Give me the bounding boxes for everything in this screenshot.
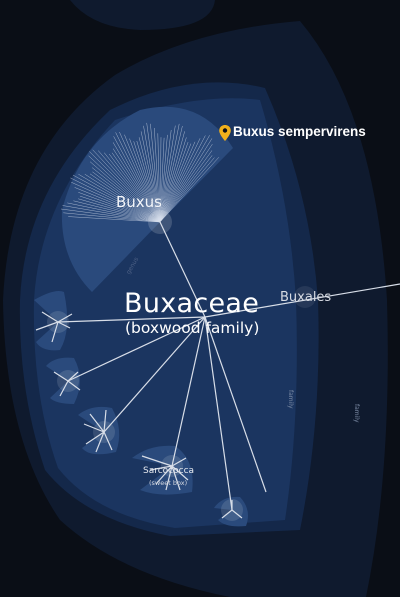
species-leaf-branch[interactable] — [159, 141, 196, 223]
tree-branches — [35, 221, 400, 519]
species-leaf-branch[interactable] — [138, 137, 161, 223]
species-leaf-branch[interactable] — [60, 208, 161, 223]
species-leaf-branch[interactable] — [78, 173, 161, 223]
pinned-species-label[interactable]: Buxus sempervirens — [233, 124, 366, 139]
species-leaf-branch[interactable] — [157, 133, 161, 223]
species-leaf-branch[interactable] — [98, 150, 161, 223]
species-leaf-branch[interactable] — [129, 138, 161, 223]
species-leaf-branch[interactable] — [104, 152, 161, 223]
species-leaf-branch[interactable] — [159, 138, 201, 223]
species-leaf-branch[interactable] — [154, 127, 161, 223]
species-leaf-branch[interactable] — [91, 167, 161, 223]
species-leaf-branch[interactable] — [63, 212, 161, 223]
species-leaf-branch[interactable] — [68, 216, 161, 223]
branch-family-to-leaf[interactable] — [204, 316, 267, 493]
subgroup-wedge-2[interactable] — [46, 357, 80, 404]
species-leaf-branch[interactable] — [78, 192, 161, 223]
species-leaf-branch[interactable] — [143, 125, 161, 223]
species-leaf-branch[interactable] — [88, 155, 161, 223]
species-leaf-branch[interactable] — [159, 142, 189, 223]
species-leaf-branch[interactable] — [112, 148, 161, 223]
species-leaf-branch[interactable] — [115, 132, 161, 223]
species-leaf-branch[interactable] — [133, 141, 161, 223]
genus-label-buxus[interactable]: Buxus — [116, 193, 162, 211]
species-leaf-branch[interactable] — [79, 195, 161, 223]
branch-family-to-subgroup-3[interactable] — [103, 316, 206, 433]
branch-sarcococca-twigs — [141, 455, 189, 491]
map-pin-icon[interactable] — [218, 124, 232, 142]
rank-label-inner: family — [287, 390, 294, 409]
species-leaf-branch[interactable] — [159, 135, 210, 223]
species-leaf-branch[interactable] — [71, 181, 161, 223]
species-leaf-branch[interactable] — [89, 151, 161, 223]
species-leaf-branch[interactable] — [159, 137, 165, 223]
species-leaf-branch[interactable] — [159, 157, 215, 223]
species-leaf-branch[interactable] — [159, 135, 206, 223]
species-leaf-branch[interactable] — [92, 171, 161, 223]
species-leaf-branch[interactable] — [62, 205, 161, 223]
species-leaf-branch[interactable] — [119, 131, 161, 223]
branch-order-to-family[interactable] — [204, 283, 400, 318]
species-leaf-branch[interactable] — [159, 143, 213, 223]
species-leaf-branch[interactable] — [150, 123, 161, 223]
species-fan-buxus[interactable] — [60, 122, 220, 223]
species-leaf-branch[interactable] — [73, 200, 161, 223]
genus-label-sarcococca[interactable]: Sarcococca — [143, 466, 195, 476]
species-leaf-branch[interactable] — [146, 122, 161, 223]
species-leaf-branch[interactable] — [124, 134, 161, 223]
family-name-label[interactable]: Buxaceae — [124, 288, 260, 319]
branch-subgroup-2-twigs — [53, 371, 81, 397]
species-leaf-branch[interactable] — [108, 153, 161, 223]
species-leaf-branch[interactable] — [111, 152, 161, 223]
rank-label-outer: family — [353, 404, 360, 423]
branch-family-to-buxus[interactable] — [159, 221, 206, 318]
species-leaf-branch[interactable] — [72, 174, 161, 223]
branch-family-to-sarcococca[interactable] — [171, 316, 206, 467]
species-leaf-branch[interactable] — [159, 150, 213, 223]
branch-subgroup-5-twigs — [221, 500, 243, 519]
family-common-name-label[interactable]: (boxwood family) — [125, 319, 260, 337]
species-leaf-branch[interactable] — [159, 125, 176, 223]
species-leaf-branch[interactable] — [70, 177, 161, 223]
species-leaf-branch[interactable] — [113, 136, 161, 223]
species-leaf-branch[interactable] — [159, 157, 220, 223]
species-leaf-branch[interactable] — [159, 155, 213, 223]
species-leaf-branch[interactable] — [159, 137, 187, 223]
species-leaf-branch[interactable] — [159, 125, 183, 223]
branch-subgroup-3-twigs — [83, 409, 113, 453]
species-leaf-branch[interactable] — [159, 138, 213, 223]
species-leaf-branch[interactable] — [159, 134, 168, 223]
species-leaf-branch[interactable] — [67, 202, 161, 223]
subgroup-wedge-1[interactable] — [34, 291, 68, 351]
branch-family-to-subgroup-1[interactable] — [57, 316, 206, 323]
species-leaf-branch[interactable] — [140, 131, 161, 223]
species-leaf-branch[interactable] — [136, 140, 161, 223]
branch-family-to-subgroup-5[interactable] — [204, 316, 233, 511]
species-leaf-branch[interactable] — [84, 173, 161, 223]
branch-family-to-subgroup-2[interactable] — [67, 316, 206, 382]
order-label[interactable]: Buxales — [280, 290, 332, 305]
species-leaf-branch[interactable] — [89, 161, 161, 223]
branch-subgroup-1-twigs — [35, 311, 73, 343]
species-leaf-branch[interactable] — [159, 129, 172, 223]
species-leaf-branch[interactable] — [159, 143, 192, 223]
sibling-order-region[interactable] — [70, 0, 215, 30]
species-leaf-branch[interactable] — [78, 198, 161, 223]
species-leaf-branch[interactable] — [159, 137, 162, 223]
species-leaf-branch[interactable] — [159, 131, 185, 223]
species-leaf-branch[interactable] — [92, 149, 161, 223]
species-leaf-branch[interactable] — [159, 123, 180, 223]
species-leaf-branch[interactable] — [112, 142, 161, 223]
species-leaf-branch[interactable] — [74, 187, 161, 223]
genus-common-name-sarcococca[interactable]: (sweet box) — [149, 479, 188, 487]
subgroup-wedge-5[interactable] — [214, 496, 248, 527]
species-leaf-branch[interactable] — [89, 173, 161, 223]
